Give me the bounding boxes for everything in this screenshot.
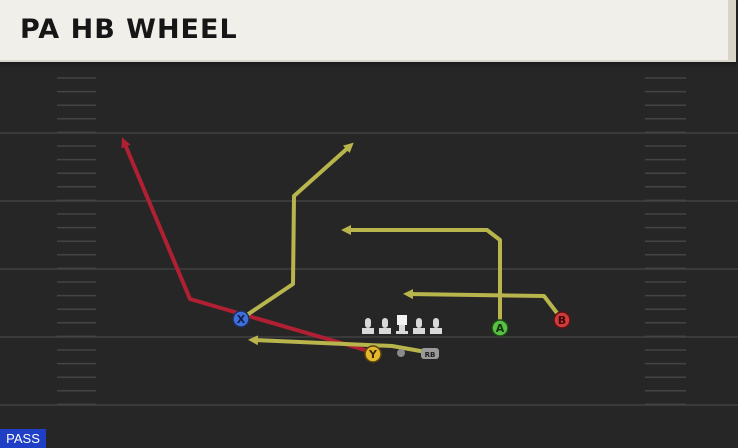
player-y[interactable]: Y: [364, 345, 382, 363]
quarterback-marker: [397, 349, 405, 357]
routes: [121, 137, 559, 354]
lineman-icon: [379, 318, 391, 334]
player-b[interactable]: B: [553, 311, 571, 329]
player-x-label: X: [237, 313, 246, 326]
route-rb-swing: [248, 335, 427, 354]
hash-marks: [57, 77, 686, 406]
player-rb[interactable]: RB: [421, 348, 439, 359]
player-y-label: Y: [368, 348, 378, 361]
title-bar-corner: [728, 0, 736, 60]
player-b-label: B: [558, 314, 566, 327]
player-x[interactable]: X: [232, 310, 250, 328]
route-x-corner: [239, 142, 354, 321]
route-a-deep-in: [341, 225, 502, 327]
lineman-icon: [413, 318, 425, 334]
play-title: PA HB WHEEL: [20, 14, 238, 45]
player-rb-label: RB: [425, 351, 436, 359]
offensive-line: [362, 315, 442, 334]
player-a[interactable]: A: [491, 319, 509, 337]
play-type-badge: PASS: [0, 429, 46, 448]
center-icon: [396, 315, 408, 334]
route-x-post-red: [121, 137, 373, 354]
lineman-icon: [362, 318, 374, 334]
lineman-icon: [430, 318, 442, 334]
route-b-in: [403, 289, 559, 315]
play-title-bar: PA HB WHEEL: [0, 0, 736, 62]
player-a-label: A: [496, 322, 505, 335]
yard-lines: [0, 132, 738, 406]
